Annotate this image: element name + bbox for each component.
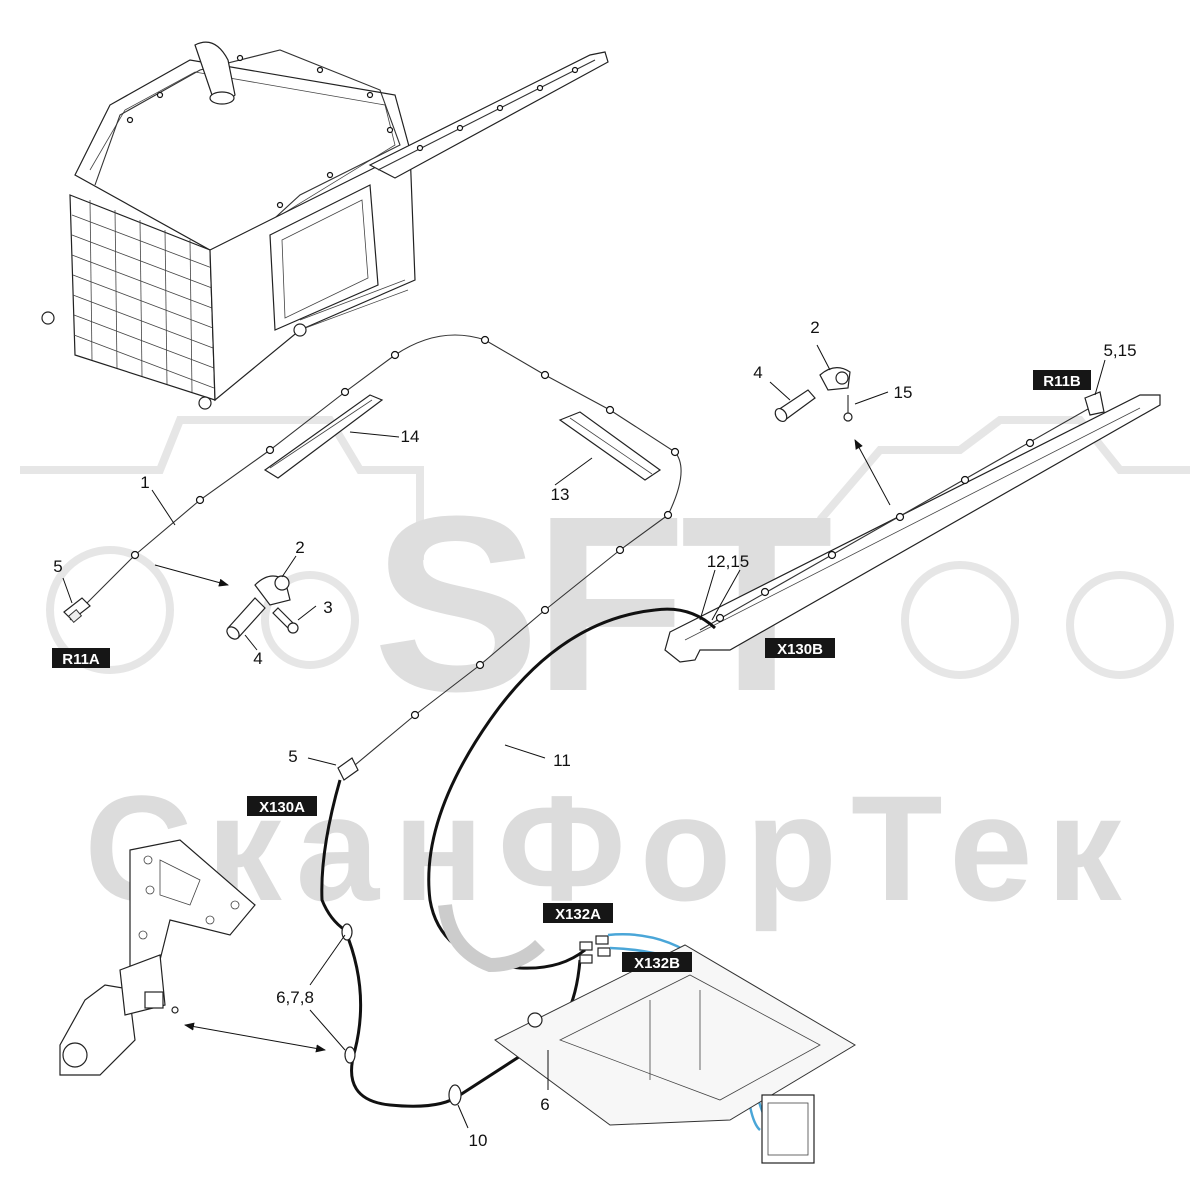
callout-2-right: 2 xyxy=(810,318,819,337)
callout-4-right: 4 xyxy=(753,363,762,382)
tag-x132b: X132B xyxy=(622,952,692,972)
callout-6-7-8: 6,7,8 xyxy=(276,988,314,1007)
watermark-tractor-right xyxy=(816,416,1190,679)
tag-r11b: R11B xyxy=(1033,370,1091,390)
callout-11: 11 xyxy=(553,751,571,770)
floor-panel xyxy=(494,944,856,1164)
cab-assembly xyxy=(41,41,416,410)
callout-5-15: 5,15 xyxy=(1103,341,1136,360)
callout-13: 13 xyxy=(551,485,570,504)
cable-clips xyxy=(130,335,680,720)
callout-6: 6 xyxy=(540,1095,549,1114)
bracket-group-right xyxy=(774,367,853,423)
callouts: 1 5 2 3 4 14 13 2 4 15 5,15 12,15 11 5 6… xyxy=(53,318,1136,1150)
callout-15: 15 xyxy=(894,383,913,402)
callout-5-mid: 5 xyxy=(288,747,297,766)
bracket-group-left xyxy=(226,575,299,640)
callout-14: 14 xyxy=(401,427,420,446)
callout-1: 1 xyxy=(140,473,149,492)
tag-x130b: X130B xyxy=(765,638,835,658)
callout-10: 10 xyxy=(469,1131,488,1150)
cable-cover-14 xyxy=(263,394,384,479)
tag-x130b-label: X130B xyxy=(777,641,823,658)
tag-x132a-label: X132A xyxy=(555,906,601,923)
tag-r11a: R11A xyxy=(52,648,110,668)
watermark-tractor-left xyxy=(20,416,424,674)
tag-x132b-label: X132B xyxy=(634,955,680,972)
tag-r11a-label: R11A xyxy=(62,651,100,668)
tag-x132a: X132A xyxy=(543,903,613,923)
mount-bracket xyxy=(59,839,256,1076)
upper-rail xyxy=(368,51,609,179)
sensor-cable-1 xyxy=(63,334,682,781)
connector-tags: R11A R11B X130A X130B X132A X132B xyxy=(52,370,1091,972)
callout-5-left: 5 xyxy=(53,557,62,576)
tag-x130a: X130A xyxy=(247,796,317,816)
callout-3: 3 xyxy=(323,598,332,617)
tag-x130a-label: X130A xyxy=(259,799,305,816)
leader-lines xyxy=(62,344,1106,1129)
tag-r11b-label: R11B xyxy=(1043,373,1081,390)
callout-12-15: 12,15 xyxy=(707,552,750,571)
callout-2-left: 2 xyxy=(295,538,304,557)
callout-4-left: 4 xyxy=(253,649,262,668)
cable-cover-13 xyxy=(558,411,662,481)
